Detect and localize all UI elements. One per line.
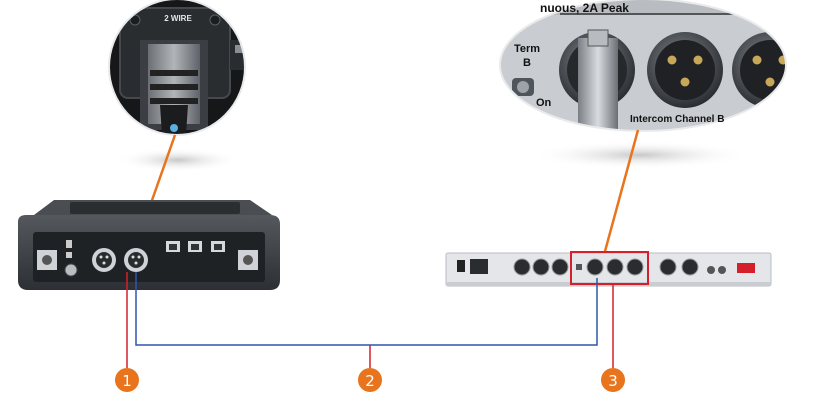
zoom-shadow: [116, 148, 240, 172]
blue-cable: [135, 272, 598, 346]
intercom-channel-label: Intercom Channel B: [630, 114, 724, 125]
term-label: Term: [514, 43, 540, 55]
power-rating-text: nuous, 2A Peak: [540, 1, 629, 15]
zoom-shadow: [530, 141, 750, 169]
callout-2-number: 2: [365, 372, 375, 390]
right-device: [445, 252, 772, 287]
left-zoom-callout: 2 WIRE: [108, 0, 246, 172]
callout-3: 3: [601, 368, 625, 392]
callout-1-number: 1: [122, 372, 132, 390]
channel-highlight-box: [570, 251, 649, 285]
leader-line-right: [602, 129, 640, 256]
callout-2: 2: [358, 368, 382, 392]
callout-3-number: 3: [608, 372, 618, 390]
left-device: [18, 200, 280, 290]
two-wire-label: 2 WIRE: [164, 14, 192, 23]
on-label: On: [536, 97, 552, 109]
term-b-label: B: [523, 57, 531, 69]
callout-1: 1: [115, 368, 139, 392]
right-zoom-callout: nuous, 2A Peak Term B On Intercom Channe…: [499, 0, 787, 169]
